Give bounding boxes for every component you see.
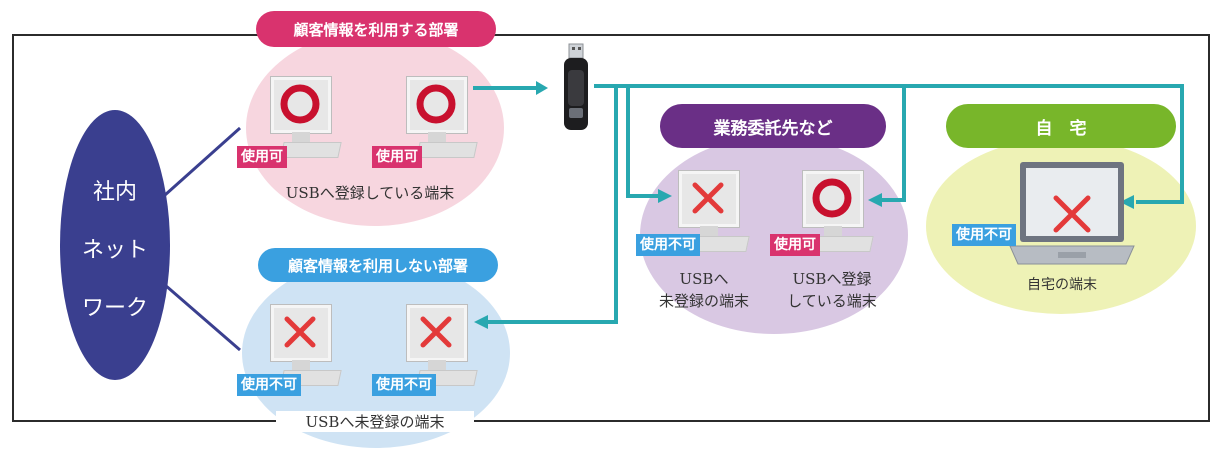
not-using-terminal-1 xyxy=(256,294,350,390)
arrowhead-home xyxy=(1120,195,1134,209)
contractor-terminal-1-caption-line2: 未登録の端末 xyxy=(658,292,749,310)
usb-to-not-using-line xyxy=(488,86,618,324)
monitor-stand xyxy=(292,132,310,142)
denied-cross-icon xyxy=(1053,195,1091,233)
monitor-icon xyxy=(406,76,468,134)
monitor-stand xyxy=(700,226,718,236)
usb-stick-icon xyxy=(564,43,588,130)
contractor-terminal-2 xyxy=(788,160,882,256)
using-terminals-caption: USBへ登録している端末 xyxy=(285,184,455,202)
monitor-stand xyxy=(824,226,842,236)
usage-allowed-badge: 使用可 xyxy=(237,146,287,168)
not-using-terminals-caption: USBへ未登録の端末 xyxy=(276,411,474,432)
denied-cross-icon xyxy=(284,316,316,348)
keyboard-icon xyxy=(280,142,342,158)
allowed-circle-icon xyxy=(416,84,456,124)
network-label-line3: ワーク xyxy=(81,296,148,321)
monitor-stand xyxy=(428,132,446,142)
contractor-terminal-1 xyxy=(664,160,758,256)
usage-allowed-badge: 使用可 xyxy=(372,146,422,168)
network-to-not-using-link xyxy=(164,283,241,352)
usb-to-contractor-ok-line xyxy=(882,86,906,202)
keyboard-icon xyxy=(812,236,874,252)
usb-arrowhead-using xyxy=(536,81,548,95)
denied-cross-icon xyxy=(420,316,452,348)
contractor-terminal-2-caption-line1: USBへ登録 xyxy=(792,270,872,288)
monitor-stand xyxy=(292,360,310,370)
not-using-department-label: 顧客情報を利用しない部署 xyxy=(258,248,498,282)
using-terminal-2 xyxy=(392,66,486,162)
home-label: 自 宅 xyxy=(946,104,1176,148)
allowed-circle-icon xyxy=(280,84,320,124)
contractor-label: 業務委託先など xyxy=(660,104,886,148)
usage-denied-badge: 使用不可 xyxy=(372,374,436,396)
arrowhead-not-using xyxy=(474,315,488,329)
usb-bus-line xyxy=(594,84,1184,204)
usb-to-contractor-ng-line xyxy=(626,86,660,198)
usage-denied-badge: 使用不可 xyxy=(237,374,301,396)
using-department-label: 顧客情報を利用する部署 xyxy=(256,11,496,47)
network-label-line2: ネット xyxy=(81,238,148,263)
usage-denied-badge: 使用不可 xyxy=(636,234,700,256)
not-using-terminal-2 xyxy=(392,294,486,390)
home-terminal-caption: 自宅の端末 xyxy=(1027,277,1097,293)
office-boundary-frame xyxy=(12,34,1210,422)
denied-cross-icon xyxy=(692,182,724,214)
usage-denied-badge: 使用不可 xyxy=(952,224,1016,246)
contractor-terminal-2-caption-line2: している端末 xyxy=(787,292,877,310)
keyboard-icon xyxy=(416,142,478,158)
internal-network-node: 社内 ネット ワーク xyxy=(60,110,170,380)
monitor-stand xyxy=(428,360,446,370)
usage-allowed-badge: 使用可 xyxy=(770,234,820,256)
allowed-circle-icon xyxy=(812,178,852,218)
network-to-using-link xyxy=(164,126,241,197)
arrowhead-contractor-ok xyxy=(868,193,882,207)
laptop-icon xyxy=(1009,162,1135,265)
contractor-terminal-1-caption-line1: USBへ xyxy=(679,270,729,288)
network-label-line1: 社内 xyxy=(92,180,137,205)
arrowhead-contractor-ng xyxy=(658,189,672,203)
using-terminal-1 xyxy=(256,66,350,162)
